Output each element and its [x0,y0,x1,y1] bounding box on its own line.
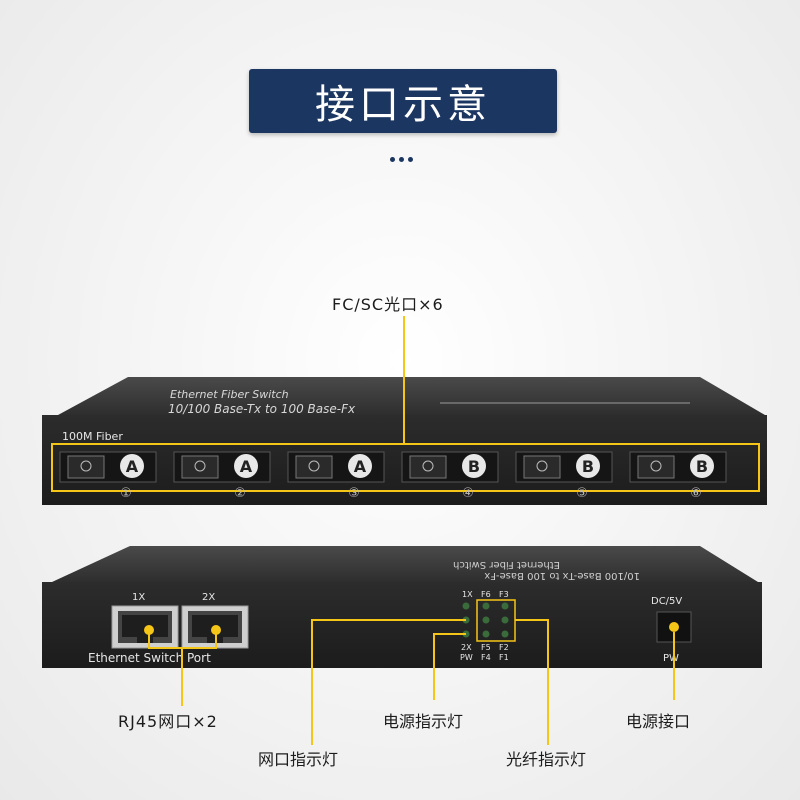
rj45-port-2-label: 2X [202,592,215,603]
fiber-port-2: A② [173,451,271,501]
rj45-caption: Ethernet Switch Port [88,651,211,665]
port-number: ② [234,486,246,501]
port-letter-badge [120,454,144,478]
front-top-surface [58,377,765,415]
fiber-port-5: B⑤ [515,451,613,501]
callout-net-led: 网口指示灯 [258,750,339,769]
title-dots [390,157,413,162]
rj45-port-1-label: 1X [132,592,145,603]
fiber-ferrule [422,460,434,472]
led-label-f5: F5 [481,643,491,652]
fiber-port-3: A③ [287,451,385,501]
led-f1 [501,630,509,638]
led-f3 [501,602,509,610]
fiber-port-4: B④ [401,451,499,501]
fiber-port-1: A① [59,451,157,501]
port-letter: A [354,457,367,476]
dc-marker [669,622,679,632]
back-top-label-1: Ethernet Fiber Switch [453,559,560,570]
port-number: ⑤ [576,486,588,501]
back-top-surface [52,546,758,582]
callout-line-fiber-led [515,619,549,745]
fiber-ferrule [536,460,548,472]
dot [408,157,413,162]
callout-line-power-led [433,633,466,700]
led-label-f1: F1 [499,653,509,662]
fiber-ferrule [650,460,662,472]
led-f6 [482,602,490,610]
callout-power-port: 电源接口 [626,712,691,731]
port-letter: A [240,457,253,476]
port-letter: B [468,457,480,476]
port-letter-badge [690,454,714,478]
fiber-ports-highlight [51,443,760,492]
port-letter: A [126,457,139,476]
port-letter-badge [348,454,372,478]
fiber-socket [637,455,675,479]
port-letter: B [582,457,594,476]
callout-rj45: RJ45网口×2 [118,712,218,731]
port-letter: B [696,457,708,476]
led-label-f6: F6 [481,590,491,599]
fiber-socket [523,455,561,479]
dot [399,157,404,162]
front-top-label-2: 10/100 Base-Tx to 100 Base-Fx [168,402,356,416]
callout-fiber-led: 光纤指示灯 [506,750,587,769]
callout-line-net-led [311,619,466,745]
page-title: 接口示意 [315,82,491,128]
title-banner: 接口示意 [249,69,557,133]
port-number: ⑥ [690,486,702,501]
port-number: ④ [462,486,474,501]
led-f4 [482,630,490,638]
port-number: ① [120,486,132,501]
callout-lines [148,619,675,745]
led-label-f4: F4 [481,653,491,662]
pw-label: PW [663,653,679,664]
fiber-ferrule [80,460,92,472]
fiber-port-6: B⑥ [629,451,727,501]
led-label-pw: PW [460,653,473,662]
fiber-socket [181,455,219,479]
dot [390,157,395,162]
led-f2 [501,616,509,624]
back-top-label-2: 10/100 Base-Tx to 100 Base-Fx [484,570,640,581]
led-f5 [482,616,490,624]
port-letter-badge [576,454,600,478]
front-top-label-1: Ethernet Fiber Switch [170,388,289,401]
fiber-socket [295,455,333,479]
front-device: Ethernet Fiber Switch 10/100 Base-Tx to … [42,377,767,505]
rj45-port-1 [111,605,179,649]
led-label-f3: F3 [499,590,509,599]
port-letter-badge [234,454,258,478]
fiber-label: 100M Fiber [62,430,123,443]
led-label-2x: 2X [461,643,472,652]
fiber-ferrule [194,460,206,472]
port-letter-badge [462,454,486,478]
led-1x [462,602,470,610]
fiber-socket [67,455,105,479]
port-number: ③ [348,486,360,501]
fiber-ferrule [308,460,320,472]
callout-power-led: 电源指示灯 [383,712,464,731]
dc-label: DC/5V [651,596,682,607]
led-label-1x: 1X [462,590,473,599]
fiber-socket [409,455,447,479]
led-label-f2: F2 [499,643,509,652]
callout-fiber-ports: FC/SC光口×6 [332,295,444,314]
back-device: Ethernet Fiber Switch 10/100 Base-Tx to … [42,546,762,668]
